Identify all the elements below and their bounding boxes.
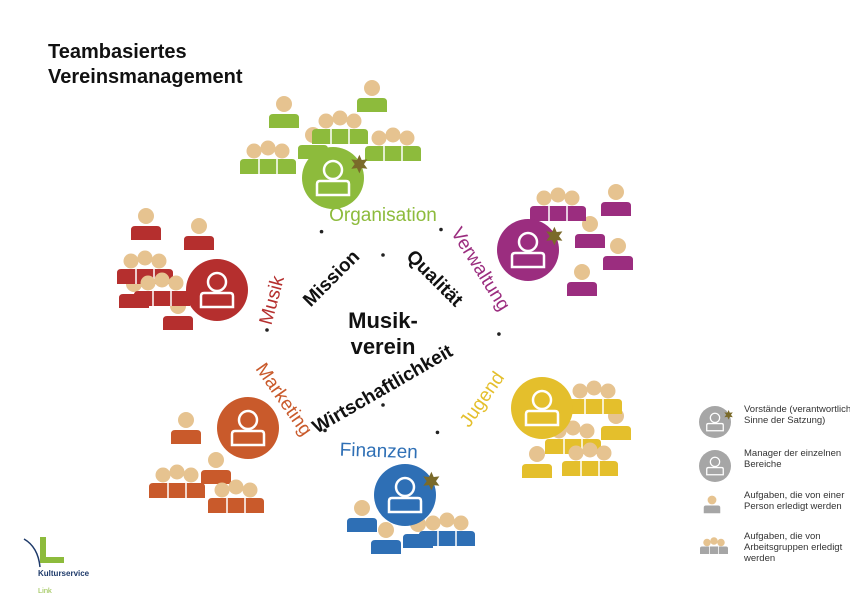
people-layer	[117, 80, 633, 554]
single-person-icon	[603, 238, 633, 270]
separator-dot	[381, 253, 385, 257]
logo-text-2: Link	[38, 586, 52, 595]
legend-item-group-task: Aufgaben, die von Arbeitsgruppen erledig…	[698, 531, 850, 567]
separator-dot	[381, 403, 385, 407]
separator-dot	[265, 328, 269, 332]
legend-item-single-task: Aufgaben, die von einer Person erledigt …	[698, 490, 850, 526]
page-title: Teambasiertes Vereinsmanagement	[48, 40, 243, 90]
legend-item-board: Vorstände (verantwortlich im Sinne der S…	[698, 404, 850, 440]
title-line-2: Vereinsmanagement	[48, 66, 243, 88]
manager-jugend	[511, 377, 573, 439]
legend-board-icon	[699, 406, 733, 438]
single-person-icon	[269, 96, 299, 128]
group-icon	[530, 187, 586, 221]
area-label-musik: Musik	[256, 273, 289, 327]
legend-text: Aufgaben, die von Arbeitsgruppen erledig…	[744, 531, 843, 564]
legend-text: Manager der einzelnen Bereiche	[744, 448, 842, 470]
separator-dot	[435, 430, 440, 435]
legend-manager-icon	[699, 450, 731, 482]
single-person-icon	[357, 80, 387, 112]
logo-text-1: Kulturservice	[38, 569, 90, 578]
separator-dot	[323, 428, 327, 433]
single-person-icon	[703, 495, 721, 514]
single-person-icon	[347, 500, 377, 532]
kulturservice-logo: Kulturservice Link	[20, 535, 100, 595]
group-icon	[208, 479, 264, 513]
single-person-icon	[522, 446, 552, 478]
title-line-1: Teambasiertes	[48, 41, 187, 63]
area-label-organisation: Organisation	[329, 205, 437, 226]
manager-musik	[186, 259, 248, 321]
value-label: Mission	[299, 246, 364, 311]
star-icon	[546, 226, 563, 246]
board-member-icon	[699, 406, 733, 438]
single-person-icon	[371, 522, 401, 554]
group-icon	[566, 380, 622, 414]
single-person-icon	[567, 264, 597, 296]
manager-verwaltung	[497, 219, 563, 281]
group-icon	[700, 537, 728, 554]
group-icon	[134, 272, 190, 306]
single-person-icon	[601, 184, 631, 216]
group-icon	[312, 110, 368, 144]
group-icon	[700, 537, 728, 554]
group-icon	[562, 442, 618, 476]
legend-item-manager: Manager der einzelnen Bereiche	[698, 448, 850, 484]
star-icon	[351, 154, 368, 174]
manager-organisation	[302, 147, 368, 209]
legend-text: Vorstände (verantwortlich im Sinne der S…	[744, 404, 850, 426]
logo-mark-icon	[23, 537, 64, 568]
area-label-jugend: Jugend	[456, 368, 509, 431]
area-label-finanzen: Finanzen	[339, 440, 418, 464]
single-person-icon	[171, 412, 201, 444]
separator-dot	[439, 227, 443, 232]
legend-text: Aufgaben, die von einer Person erledigt …	[744, 490, 845, 512]
group-icon	[149, 464, 205, 498]
group-icon	[419, 512, 475, 546]
separator-dot	[319, 229, 324, 234]
star-icon	[423, 471, 440, 491]
single-person-icon	[184, 218, 214, 250]
separator-dot	[497, 332, 501, 336]
manager-marketing	[217, 397, 279, 459]
center-label-line-2: verein	[351, 334, 416, 359]
group-icon	[240, 140, 296, 174]
value-label: Qualität	[402, 246, 467, 311]
group-icon	[365, 127, 421, 161]
center-label-line-1: Musik-	[348, 308, 418, 333]
manager-icon	[699, 450, 731, 482]
manager-finanzen	[374, 464, 440, 526]
single-person-icon	[201, 452, 231, 484]
single-person-icon	[131, 208, 161, 240]
star-icon	[724, 410, 733, 420]
single-person-icon	[703, 495, 721, 514]
